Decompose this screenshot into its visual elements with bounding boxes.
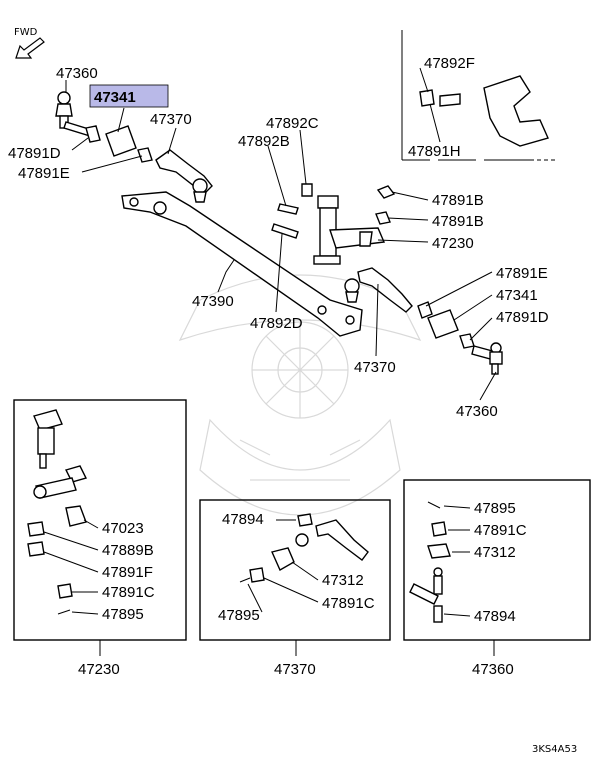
callout-47892b: 47892B bbox=[238, 133, 290, 150]
callout-47390: 47390 bbox=[192, 293, 234, 310]
callout-47370-right: 47370 bbox=[354, 359, 396, 376]
inset-47230-item-47891c: 47891C bbox=[102, 584, 155, 601]
callout-47360-top: 47360 bbox=[56, 65, 98, 82]
idler-arm bbox=[313, 195, 386, 265]
bolts bbox=[271, 183, 313, 239]
callout-47891b-upper: 47891B bbox=[432, 192, 484, 209]
callout-47892d: 47892D bbox=[250, 315, 303, 332]
tie-rod-right bbox=[344, 267, 413, 313]
watermark-emblem bbox=[178, 274, 422, 516]
callout-47891e-right: 47891E bbox=[496, 265, 548, 282]
inset-47370-item-47894: 47894 bbox=[222, 511, 264, 528]
inset-47370-title: 47370 bbox=[274, 661, 316, 678]
callout-47892f: 47892F bbox=[424, 55, 475, 72]
callout-47891e-left: 47891E bbox=[18, 165, 70, 182]
inset-47230-item-47895: 47895 bbox=[102, 606, 144, 623]
highlight-box bbox=[89, 84, 169, 108]
callout-47891b-lower: 47891B bbox=[432, 213, 484, 230]
nuts-47891b bbox=[375, 185, 396, 225]
inset-47230-item-47889b: 47889B bbox=[102, 542, 154, 559]
frame-detail bbox=[401, 30, 556, 161]
center-link bbox=[121, 191, 363, 337]
inset-47230: 47023 47889B 47891F 47891C 47895 47230 bbox=[13, 399, 187, 678]
tie-rod-end-right bbox=[471, 342, 503, 375]
diagram-code: 3KS4A53 bbox=[532, 744, 577, 755]
callout-47341-top-highlighted: 47341 bbox=[94, 89, 136, 106]
callout-47891h: 47891H bbox=[408, 143, 461, 160]
callout-47230: 47230 bbox=[432, 235, 474, 252]
inset-47230-item-47891f: 47891F bbox=[102, 564, 153, 581]
callout-47341-right: 47341 bbox=[496, 287, 538, 304]
tie-rod-end-left bbox=[55, 91, 93, 137]
inset-47370: 47894 47312 47895 47891C 47370 bbox=[199, 499, 391, 678]
inset-47360: 47895 47891C 47312 47894 47360 bbox=[403, 479, 591, 678]
adjusting-sleeve-left bbox=[85, 125, 153, 163]
inset-47370-item-47891c: 47891C bbox=[322, 595, 375, 612]
inset-47370-item-47312: 47312 bbox=[322, 572, 364, 589]
inset-47370-item-47895: 47895 bbox=[218, 607, 260, 624]
callout-47360-right: 47360 bbox=[456, 403, 498, 420]
leader-lines bbox=[65, 67, 497, 401]
callout-47891d-right: 47891D bbox=[496, 309, 549, 326]
inset-47230-item-47023: 47023 bbox=[102, 520, 144, 537]
callout-47892c: 47892C bbox=[266, 115, 319, 132]
inset-47360-item-47891c: 47891C bbox=[474, 522, 527, 539]
callout-47370-left: 47370 bbox=[150, 111, 192, 128]
adjusting-sleeve-right bbox=[417, 301, 475, 349]
inset-47360-item-47312: 47312 bbox=[474, 544, 516, 561]
fwd-arrow-icon: FWD bbox=[14, 27, 45, 59]
callout-47891d-left: 47891D bbox=[8, 145, 61, 162]
inset-47360-item-47894: 47894 bbox=[474, 608, 516, 625]
inset-47360-title: 47360 bbox=[472, 661, 514, 678]
inset-47360-item-47895: 47895 bbox=[474, 500, 516, 517]
tie-rod-left bbox=[155, 149, 213, 203]
fwd-label: FWD bbox=[14, 27, 38, 38]
inset-47230-title: 47230 bbox=[78, 661, 120, 678]
